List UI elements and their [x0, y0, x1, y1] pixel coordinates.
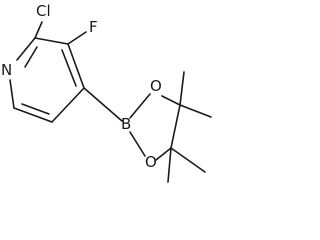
atom-label-boron: B: [121, 115, 131, 133]
bond-c4-c5: [51, 87, 85, 123]
chemical-structure-diagram: N Cl F B O O: [1, 2, 212, 183]
bond-c5-c6: [13, 107, 53, 123]
atom-label-chlorine: Cl: [36, 2, 51, 20]
bond-o-top-c: [161, 95, 181, 106]
double-bond-c3-c4-inner: [61, 49, 77, 87]
bond-b-o-top: [129, 93, 151, 119]
double-bond-c5-c6-inner: [21, 103, 50, 115]
bond-c-o-bottom: [155, 147, 172, 161]
bond-c-c: [170, 104, 181, 149]
atom-label-oxygen-bottom: O: [145, 153, 157, 171]
double-bond-c2-n-inner: [24, 46, 38, 68]
pinacol-boronate-ring: [129, 93, 181, 161]
methyl-bond-upper-right: [179, 104, 212, 118]
bond-c2-cl: [34, 21, 43, 39]
atom-label-fluorine: F: [89, 18, 98, 36]
methyl-bond-lower-bottom: [167, 147, 172, 183]
bond-c4-b: [83, 87, 123, 122]
bond-n-c2: [16, 37, 36, 61]
bond-c6-n: [9, 79, 15, 109]
bond-b-o-bottom: [129, 131, 146, 157]
bond-c3-f: [67, 31, 87, 45]
methyl-bond-lower-right: [170, 147, 206, 173]
atom-labels: N Cl F B O O: [1, 2, 162, 171]
substituent-bonds: [34, 21, 123, 122]
methyl-bond-upper-top: [179, 71, 185, 106]
bond-c2-c3: [34, 37, 69, 45]
bond-c3-c4: [67, 43, 85, 89]
atom-label-oxygen-top: O: [150, 77, 162, 95]
atom-label-nitrogen: N: [1, 61, 12, 79]
pyridine-ring: [9, 37, 85, 123]
methyl-bonds: [167, 71, 212, 183]
